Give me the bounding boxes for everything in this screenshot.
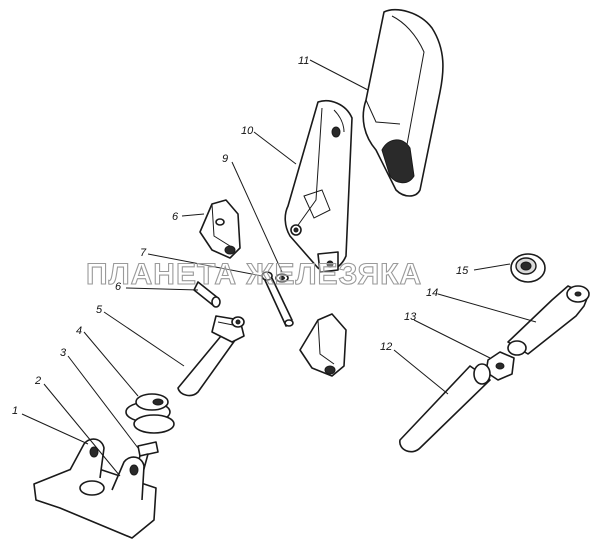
part-12-tapered-pin bbox=[399, 363, 491, 453]
callout-13: 13 bbox=[404, 311, 417, 323]
callout-10: 10 bbox=[241, 125, 254, 137]
callout-4: 4 bbox=[76, 325, 82, 337]
part-6-pin bbox=[193, 281, 221, 308]
part-6-upper-bracket bbox=[199, 199, 241, 259]
callout-labels: 11 10 9 6 7 6 5 4 3 2 1 15 14 13 12 bbox=[12, 55, 469, 417]
part-10-pedal-arm bbox=[284, 100, 353, 273]
part-13-nut bbox=[485, 351, 515, 381]
leader-lines bbox=[21, 59, 537, 477]
part-15-bushing bbox=[510, 253, 546, 283]
callout-12: 12 bbox=[380, 341, 392, 353]
part-14-clevis-shaft bbox=[507, 285, 590, 356]
callout-7: 7 bbox=[140, 247, 147, 259]
callout-6-upper: 6 bbox=[172, 211, 179, 223]
part-5-pedal-rod bbox=[177, 315, 245, 397]
part-1-base-plate bbox=[33, 438, 157, 539]
callout-11: 11 bbox=[298, 55, 309, 67]
callout-6-lower: 6 bbox=[115, 281, 122, 293]
callout-15: 15 bbox=[456, 265, 469, 277]
part-7-pivot-pin bbox=[261, 271, 294, 327]
callout-1: 1 bbox=[12, 405, 18, 417]
callout-2: 2 bbox=[34, 375, 41, 387]
part-11-pedal-cover bbox=[362, 8, 444, 197]
callout-9: 9 bbox=[222, 153, 228, 165]
callout-3: 3 bbox=[60, 347, 67, 359]
watermark-text: ПЛАНЕТА ЖЕЛЕЗЯКА bbox=[86, 258, 422, 291]
callout-5: 5 bbox=[96, 304, 103, 316]
part-9-washer bbox=[275, 273, 289, 283]
part-lower-bracket bbox=[299, 313, 347, 377]
callout-14: 14 bbox=[426, 287, 438, 299]
part-4-rubber-boot bbox=[125, 393, 175, 434]
